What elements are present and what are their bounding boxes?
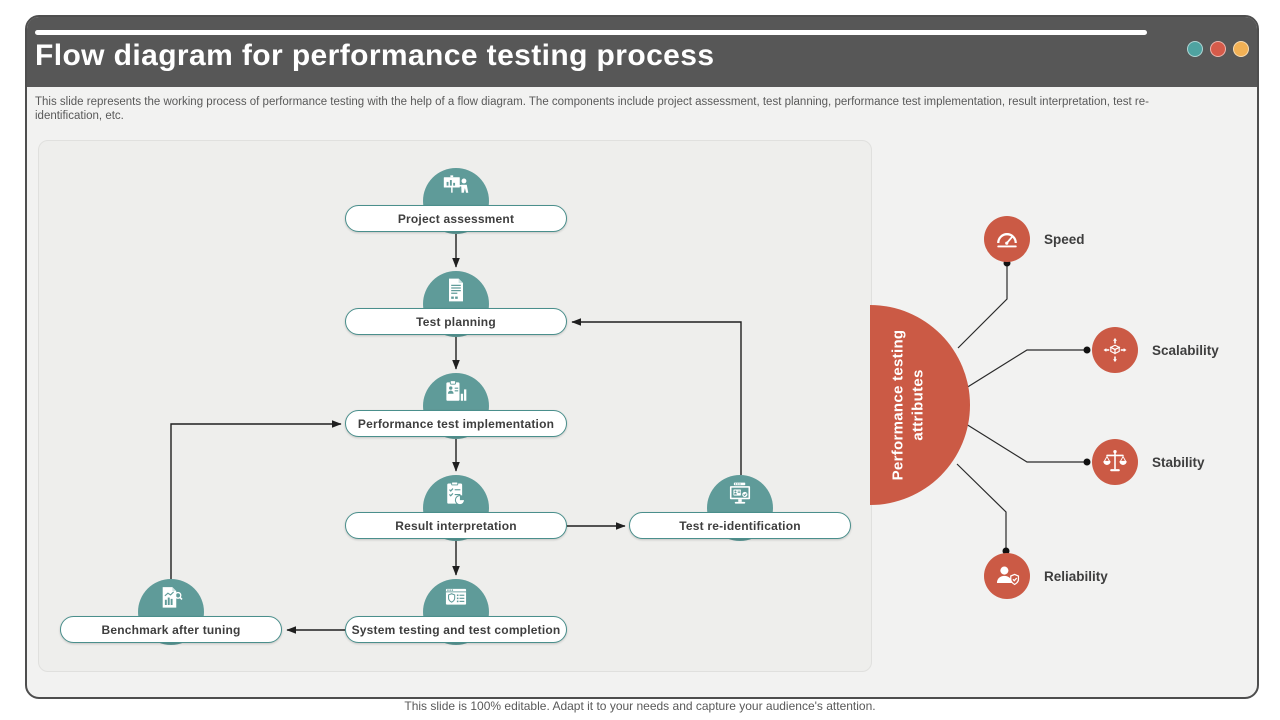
footer-note: This slide is 100% editable. Adapt it to… [404,699,876,713]
window-controls [1187,41,1249,57]
flow-node-result-interpretation: Result interpretation [341,475,571,541]
attribute-circle [984,216,1030,262]
attribute-scalability: Scalability [1092,327,1219,373]
flow-step-label: Test re-identification [679,518,801,533]
user-shield-icon [996,566,1020,586]
attributes-hub-label: Performance testing attributes [889,329,927,481]
flow-step-system-testing: System testing and test completion [345,616,567,643]
flow-step-label: Test planning [416,314,496,329]
attribute-label: Speed [1044,231,1085,247]
scalability-icon [1103,337,1127,363]
attribute-speed: Speed [984,216,1085,262]
flow-node-benchmark-after-tuning: Benchmark after tuning [56,579,286,645]
diagram-panel: Project assessment [38,140,872,672]
attribute-circle [984,553,1030,599]
attribute-label: Scalability [1152,342,1219,358]
flow-step-test-re-identification: Test re-identification [629,512,851,539]
page-title: Flow diagram for performance testing pro… [35,39,715,72]
clipboard-chart-icon [446,380,467,401]
balance-scale-icon [1103,450,1127,472]
header-accent-line [35,30,1147,35]
flow-node-test-re-identification: Test re-identification [625,475,855,541]
flow-node-system-testing: System testing and test completion [341,579,571,645]
flow-step-performance-test-implementation: Performance test implementation [345,410,567,437]
attribute-circle [1092,439,1138,485]
attributes-hub: Performance testing attributes [870,305,970,505]
flow-step-test-planning: Test planning [345,308,567,335]
orange-dot-icon [1233,41,1249,57]
teal-dot-icon [1187,41,1203,57]
flow-node-test-planning: Test planning [341,271,571,337]
speedometer-icon [997,233,1017,248]
flow-step-project-assessment: Project assessment [345,205,567,232]
flow-node-performance-test-implementation: Performance test implementation [341,373,571,439]
document-icon [449,278,463,302]
attribute-label: Reliability [1044,568,1108,584]
flow-step-label: Project assessment [397,211,515,226]
attribute-circle [1092,327,1138,373]
slide-header: Flow diagram for performance testing pro… [27,17,1257,87]
slide-description: This slide represents the working proces… [35,96,1149,123]
slide-frame: Flow diagram for performance testing pro… [25,15,1259,699]
flow-step-label: Benchmark after tuning [101,622,241,637]
slide-body: This slide represents the working proces… [27,87,1253,693]
attribute-stability: Stability [1092,439,1205,485]
flow-step-benchmark-after-tuning: Benchmark after tuning [60,616,282,643]
monitor-id-icon [729,482,751,504]
window-shield-icon [445,588,467,605]
doc-bars-icon [162,587,183,608]
flow-step-label: System testing and test completion [351,622,561,637]
red-dot-icon [1210,41,1226,57]
checklist-pie-icon [447,481,466,506]
presentation-icon [443,175,469,193]
flow-step-result-interpretation: Result interpretation [345,512,567,539]
flow-step-label: Performance test implementation [357,416,555,431]
flow-node-project-assessment: Project assessment [341,168,571,234]
attribute-reliability: Reliability [984,553,1108,599]
flow-connectors [170,233,742,634]
attribute-label: Stability [1152,454,1205,470]
flow-step-label: Result interpretation [395,518,517,533]
